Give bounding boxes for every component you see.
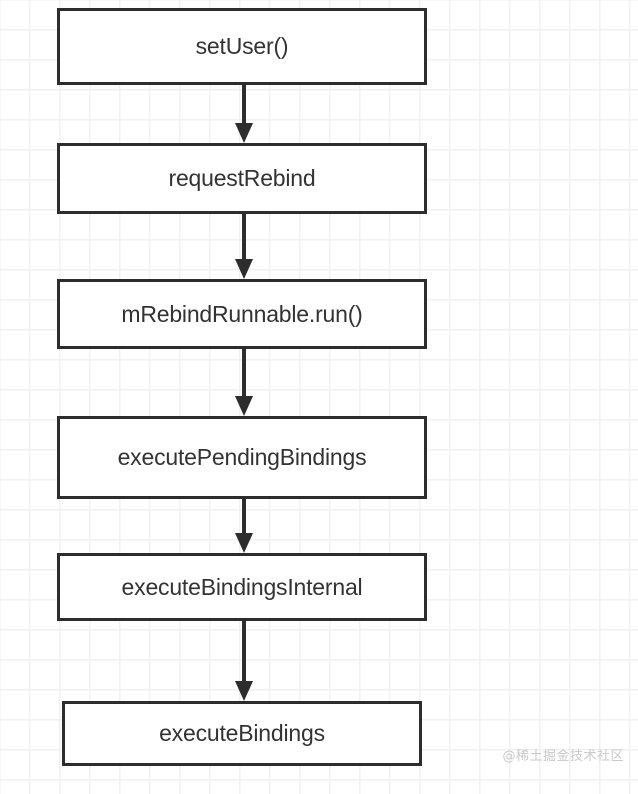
edge-setuser-to-requestrebind	[234, 85, 254, 143]
arrowhead-icon	[235, 123, 253, 143]
edge-executependingbindings-to-executebindingsinternal	[234, 499, 254, 553]
edge-stem	[242, 499, 246, 534]
node-m-rebind-runnable-run[interactable]: mRebindRunnable.run()	[57, 279, 427, 349]
node-set-user[interactable]: setUser()	[57, 8, 427, 85]
node-request-rebind[interactable]: requestRebind	[57, 143, 427, 214]
node-label: executeBindings	[159, 720, 325, 746]
arrowhead-icon	[235, 396, 253, 416]
arrowhead-icon	[235, 681, 253, 701]
node-label: mRebindRunnable.run()	[121, 300, 363, 327]
node-label: executeBindingsInternal	[121, 573, 363, 600]
edge-mrebindrunnable-to-executependingbindings	[234, 349, 254, 416]
node-label: executePendingBindings	[117, 444, 367, 470]
edge-executebindingsinternal-to-executebindings	[234, 621, 254, 701]
node-execute-pending-bindings[interactable]: executePendingBindings	[57, 416, 427, 499]
node-execute-bindings[interactable]: executeBindings	[62, 701, 422, 766]
edge-stem	[242, 85, 246, 124]
arrowhead-icon	[235, 259, 253, 279]
arrowhead-icon	[235, 533, 253, 553]
node-label: requestRebind	[168, 165, 316, 191]
edge-stem	[242, 349, 246, 397]
node-execute-bindings-internal[interactable]: executeBindingsInternal	[57, 553, 427, 621]
edge-stem	[242, 214, 246, 260]
edge-requestrebind-to-mrebindrunnable	[234, 214, 254, 279]
watermark: @稀土掘金技术社区	[502, 749, 624, 764]
edge-stem	[242, 621, 246, 682]
node-label: setUser()	[195, 33, 289, 59]
